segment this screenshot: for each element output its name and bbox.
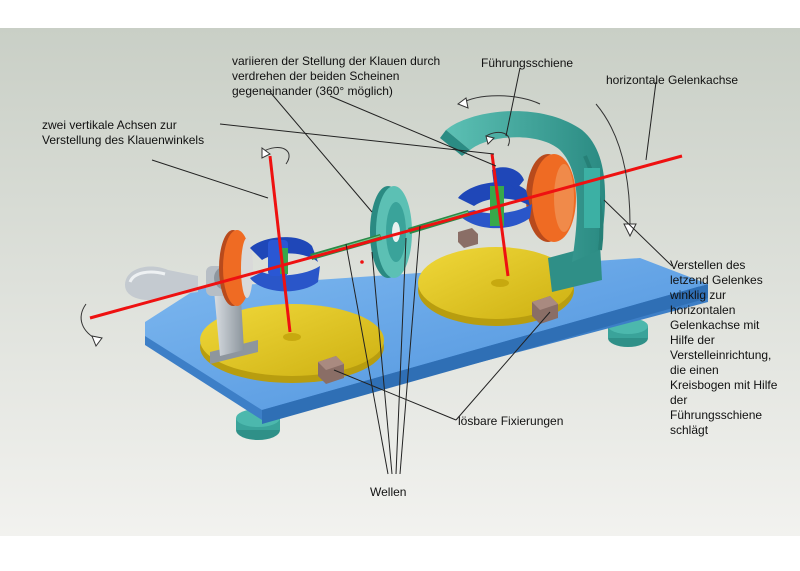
label-vertical-axes: zwei vertikale Achsen zur Verstellung de… <box>42 118 205 147</box>
left-joint <box>219 230 320 306</box>
leader-lines <box>151 67 673 475</box>
label-adjust-last-joint: Verstellen des letzend Gelenkes winklig … <box>670 258 778 437</box>
label-guide-rail: Führungsschiene <box>481 56 574 70</box>
rotation-arrow-right-vertical-icon <box>485 131 510 147</box>
label-claw-rotation: variieren der Stellung der Klauen durch … <box>232 54 441 98</box>
rotation-arrows <box>80 95 637 348</box>
vertical-axis-right <box>490 153 510 277</box>
crank-handle <box>125 266 198 301</box>
vertical-axis-left <box>268 155 292 333</box>
red-axes <box>89 153 683 333</box>
label-horizontal-axis: horizontale Gelenkachse <box>606 73 739 87</box>
fixing-blocks <box>318 228 558 384</box>
horizontal-joint-axis-line <box>89 154 683 320</box>
rotation-arrow-left-vertical-icon <box>261 147 290 165</box>
center-handwheel <box>370 186 412 278</box>
rotation-arrow-guide-icon <box>595 103 631 225</box>
label-detachable-fixings: lösbare Fixierungen <box>458 414 564 428</box>
label-shafts: Wellen <box>370 485 407 499</box>
right-joint <box>458 154 576 242</box>
